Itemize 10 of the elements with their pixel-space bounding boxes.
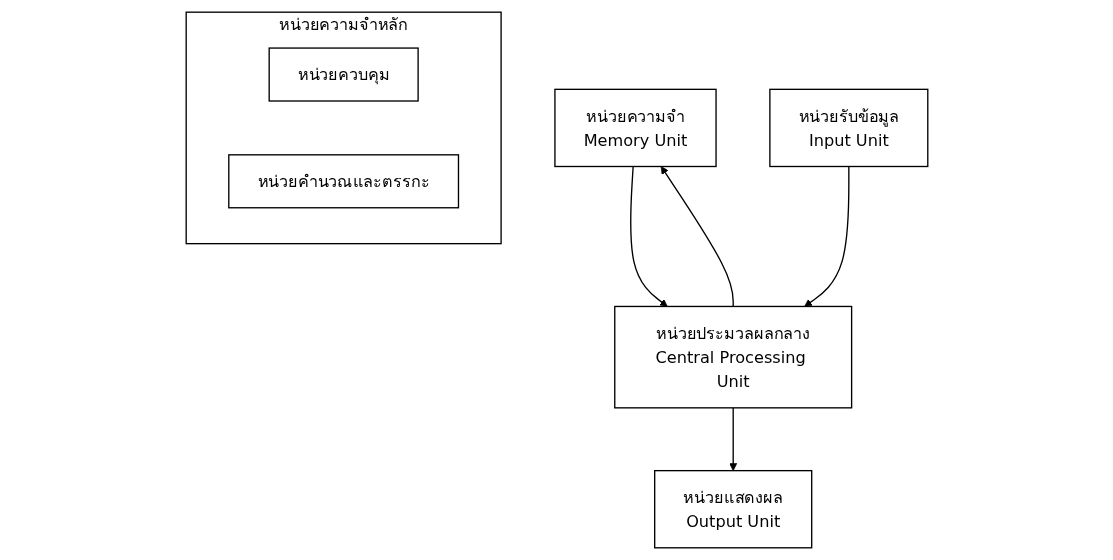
node-box: หน่วยคำนวณและตรรกะ bbox=[227, 154, 459, 209]
node-box: หน่วยประมวลผลกลาง Central Processing Unit bbox=[613, 305, 852, 409]
arrow bbox=[728, 407, 737, 471]
node-box: หน่วยรับข้อมูล Input Unit bbox=[768, 88, 928, 168]
node-box: หน่วยแสดงผล Output Unit bbox=[653, 469, 812, 549]
node-box: หน่วยความจำ Memory Unit bbox=[553, 88, 717, 168]
arrow bbox=[803, 165, 850, 307]
arrow bbox=[629, 165, 668, 307]
arrow bbox=[660, 166, 734, 308]
node-box: หน่วยควบคุม bbox=[268, 47, 419, 102]
